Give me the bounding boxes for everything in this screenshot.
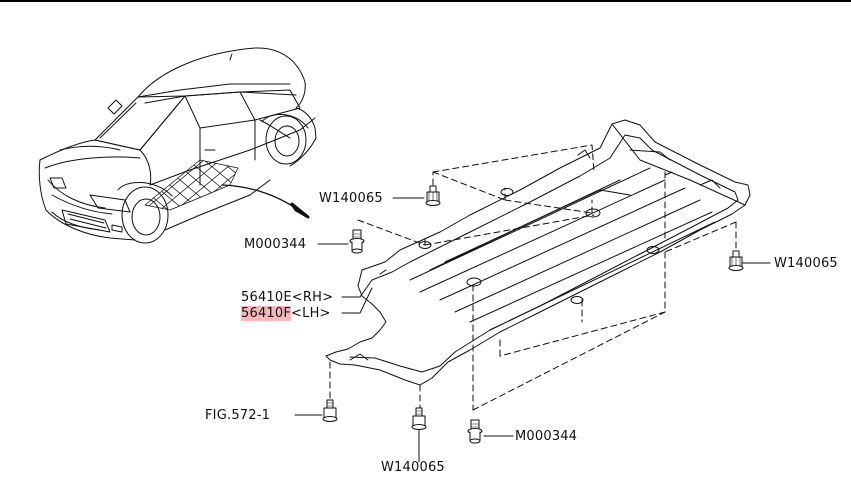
callout-w140065-top[interactable]: W140065 xyxy=(319,191,383,206)
callout-part-lh[interactable]: 56410F<LH> xyxy=(241,306,331,321)
clip-icon xyxy=(349,229,365,254)
part-lh-number-highlighted: 56410F xyxy=(241,306,292,321)
bolt-icon xyxy=(322,399,338,422)
top-border xyxy=(0,0,851,2)
car-illustration xyxy=(38,47,317,244)
clip-icon xyxy=(467,419,483,444)
part-rh-side: <RH> xyxy=(291,290,334,305)
callout-part-rh[interactable]: 56410E<RH> xyxy=(241,290,333,305)
assembly-lines xyxy=(329,144,737,411)
bolt-icon xyxy=(411,407,427,430)
callout-w140065-right[interactable]: W140065 xyxy=(774,256,838,271)
bolt-icon xyxy=(728,250,744,271)
callout-fig-572-1[interactable]: FIG.572-1 xyxy=(205,408,271,423)
part-lh-side: <LH> xyxy=(291,306,331,321)
leader-lines xyxy=(294,197,771,463)
callout-m000344-left[interactable]: M000344 xyxy=(244,237,307,252)
callout-w140065-bottom[interactable]: W140065 xyxy=(381,460,445,475)
bolt-icon xyxy=(425,185,441,206)
location-arrow-head xyxy=(290,202,310,219)
callout-m000344-bottom[interactable]: M000344 xyxy=(515,429,578,444)
part-rh-number: 56410E xyxy=(241,290,292,305)
location-arrow xyxy=(221,184,306,216)
under-cover-panel xyxy=(325,119,751,386)
